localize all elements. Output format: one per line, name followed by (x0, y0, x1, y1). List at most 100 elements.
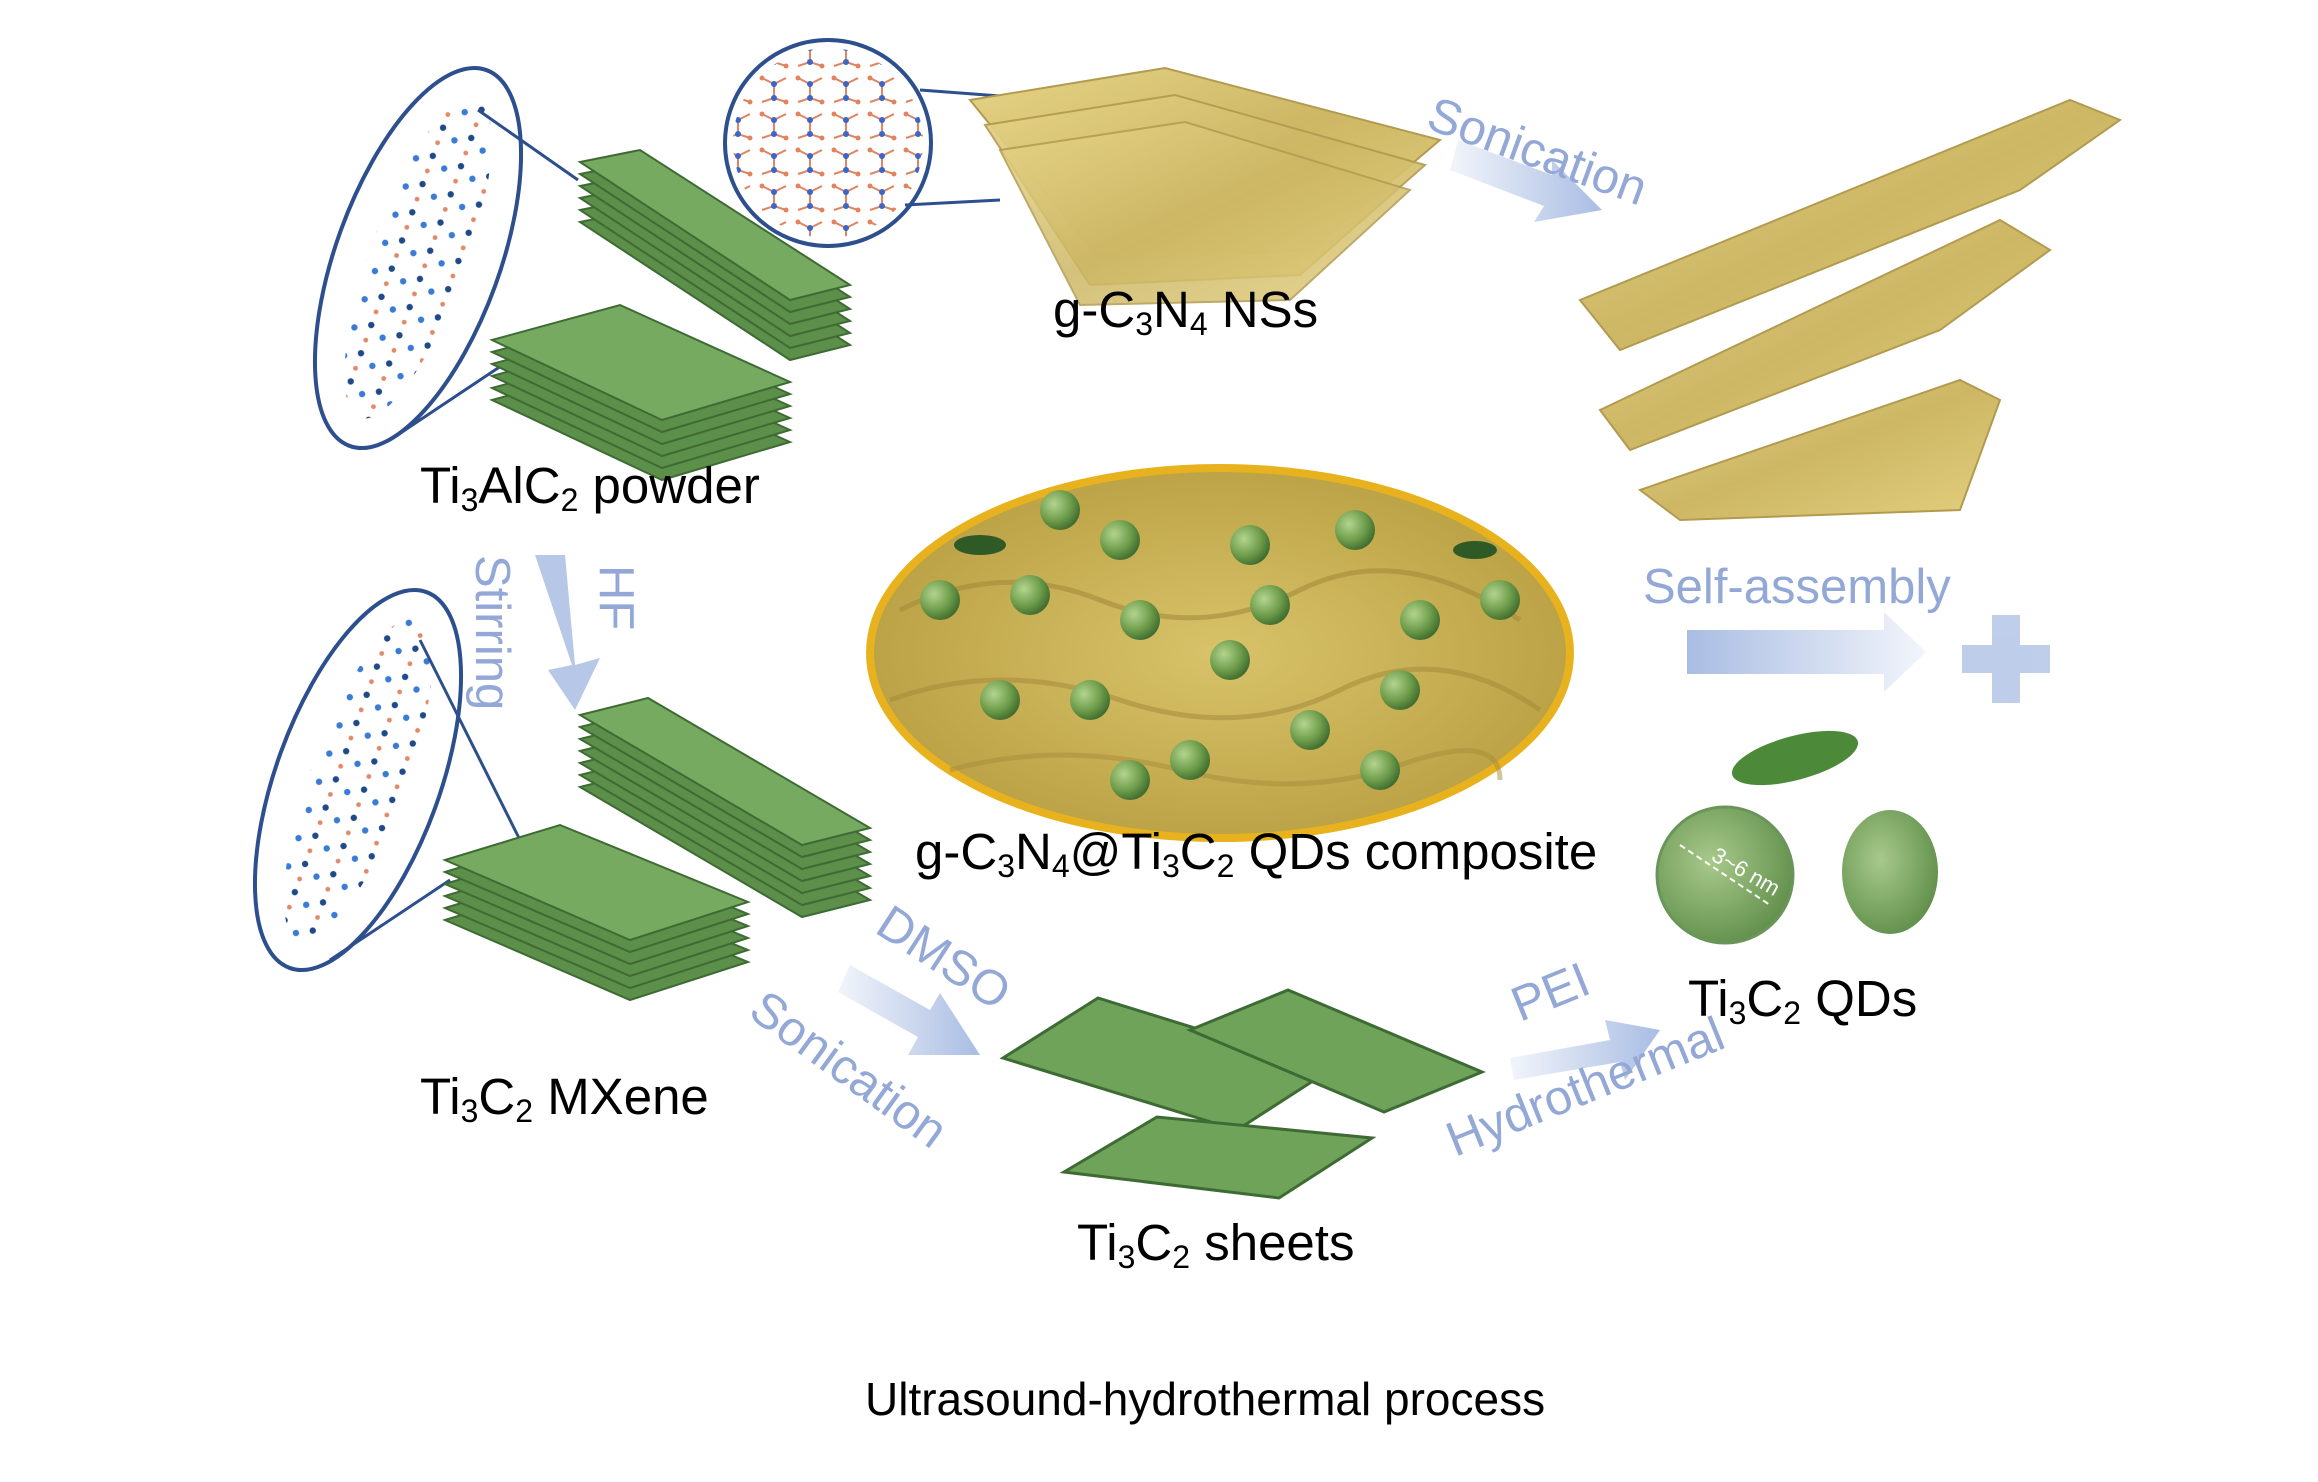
quantum-dot (1360, 750, 1400, 790)
green-layer-stack (442, 823, 751, 1002)
quantum-dot (1100, 520, 1140, 560)
label-sub: 2 (560, 482, 579, 518)
green-layer-stack (577, 696, 873, 919)
label-gc3n4-nss: g-C3N4 NSs (1053, 281, 1319, 340)
label-part: NSs (1207, 281, 1319, 338)
cn-lattice-pattern (733, 48, 923, 238)
quantum-dot (980, 680, 1020, 720)
label-sub: 4 (1051, 848, 1070, 884)
green-layer (442, 823, 751, 942)
quantum-dot (1290, 710, 1330, 750)
inset-pointer-line (477, 108, 579, 182)
qd-disc (1731, 730, 1859, 786)
ti3c2-qds-graphic: 3~6 nm (1655, 730, 1938, 945)
quantum-dot (1250, 585, 1290, 625)
green-flake (954, 535, 1006, 555)
label-part: Ti (1688, 970, 1729, 1027)
label-part: C (478, 1068, 516, 1125)
inset-pointer-line (904, 198, 1001, 207)
gc3n4-nanosheets-graphic (723, 38, 1443, 307)
arrows (535, 140, 2050, 1080)
label-part: QDs composite (1234, 823, 1598, 880)
quantum-dot (920, 580, 960, 620)
label-part: powder (578, 457, 760, 514)
label-sub: 3 (1728, 995, 1747, 1031)
label-part: Ti (420, 457, 461, 514)
label-part: C (1746, 970, 1784, 1027)
label-ti3alc2-powder: Ti3AlC2 powder (420, 457, 760, 516)
wrinkle-line (898, 568, 1522, 623)
ti3c2-mxene-graphic (252, 587, 873, 1002)
label-sub: 3 (1135, 306, 1153, 342)
green-sheet (1186, 988, 1486, 1114)
label-sub: 2 (1172, 1239, 1191, 1275)
arrow-icon (1687, 612, 1926, 692)
label-composite: g-C3N4@Ti3C2 QDs composite (915, 823, 1598, 882)
quantum-dot (1010, 575, 1050, 615)
label-ti3c2-sheets: Ti3C2 sheets (1077, 1214, 1355, 1273)
label-part: @Ti (1069, 823, 1162, 880)
label-part: C (1135, 1214, 1173, 1271)
label-sub: 3 (997, 848, 1015, 884)
label-part: AlC (478, 457, 561, 514)
inset-pointer-line (418, 639, 522, 841)
composite-graphic (866, 464, 1574, 842)
label-part: QDs (1801, 970, 1918, 1027)
lattice-pattern (344, 97, 492, 419)
plus-icon (1962, 615, 2050, 703)
green-layer (577, 696, 873, 847)
label-sub: 2 (1783, 995, 1802, 1031)
caption: Ultrasound-hydrothermal process (865, 1373, 1546, 1425)
label-part: sheets (1190, 1214, 1355, 1271)
step-hf: HF (589, 565, 643, 631)
wrinkle-line (949, 748, 1503, 787)
step-stirring: Stirring (465, 555, 519, 711)
exfoliated-gc3n4-graphic (1578, 98, 2123, 522)
quantum-dot-group (920, 490, 1520, 800)
label-part: g-C (915, 823, 998, 880)
label-sub: 2 (1216, 848, 1235, 884)
green-layer-stack (577, 148, 853, 362)
quantum-dot (1070, 680, 1110, 720)
quantum-dot (1120, 600, 1160, 640)
ti3alc2-powder-graphic (312, 65, 853, 482)
yellow-sheet (1598, 218, 2052, 452)
quantum-dot (1400, 600, 1440, 640)
green-flake (1453, 541, 1497, 559)
arrow-icon (1450, 140, 1602, 222)
green-layer (577, 148, 853, 302)
green-sheet (1059, 1115, 1377, 1200)
green-layer-stack (489, 303, 793, 482)
qd-disc (1842, 810, 1938, 934)
quantum-dot (1380, 670, 1420, 710)
label-sub: 3 (1162, 848, 1180, 884)
step-self-assembly: Self-assembly (1643, 560, 1951, 614)
label-part: g-C (1053, 281, 1136, 338)
label-sub: 2 (515, 1093, 534, 1129)
size-measure-line (1679, 844, 1771, 906)
quantum-dot (1170, 740, 1210, 780)
label-part: N (1152, 281, 1190, 338)
yellow-sheet (1578, 98, 2123, 352)
label-ti3c2-qds: Ti3C2 QDs (1688, 970, 1918, 1029)
ti3c2-sheets-graphic (999, 988, 1486, 1200)
quantum-dot (1230, 525, 1270, 565)
quantum-dot (1335, 510, 1375, 550)
inset-pointer-line (919, 88, 1001, 98)
arrow-icon (838, 965, 980, 1055)
quantum-dot (1110, 760, 1150, 800)
green-layer (489, 303, 793, 422)
label-ti3c2-mxene: Ti3C2 MXene (420, 1068, 709, 1127)
label-part: Ti (1077, 1214, 1118, 1271)
arrow-icon (535, 555, 600, 710)
label-part: Ti (420, 1068, 461, 1125)
quantum-dot (1480, 580, 1520, 620)
lattice-pattern (283, 617, 433, 943)
label-sub: 3 (460, 1093, 479, 1129)
inset-pointer-line (329, 878, 451, 962)
quantum-dot (1210, 640, 1250, 680)
yellow-sheet (1637, 378, 2002, 522)
yellow-sheet (998, 120, 1412, 307)
label-part: MXene (533, 1068, 709, 1125)
